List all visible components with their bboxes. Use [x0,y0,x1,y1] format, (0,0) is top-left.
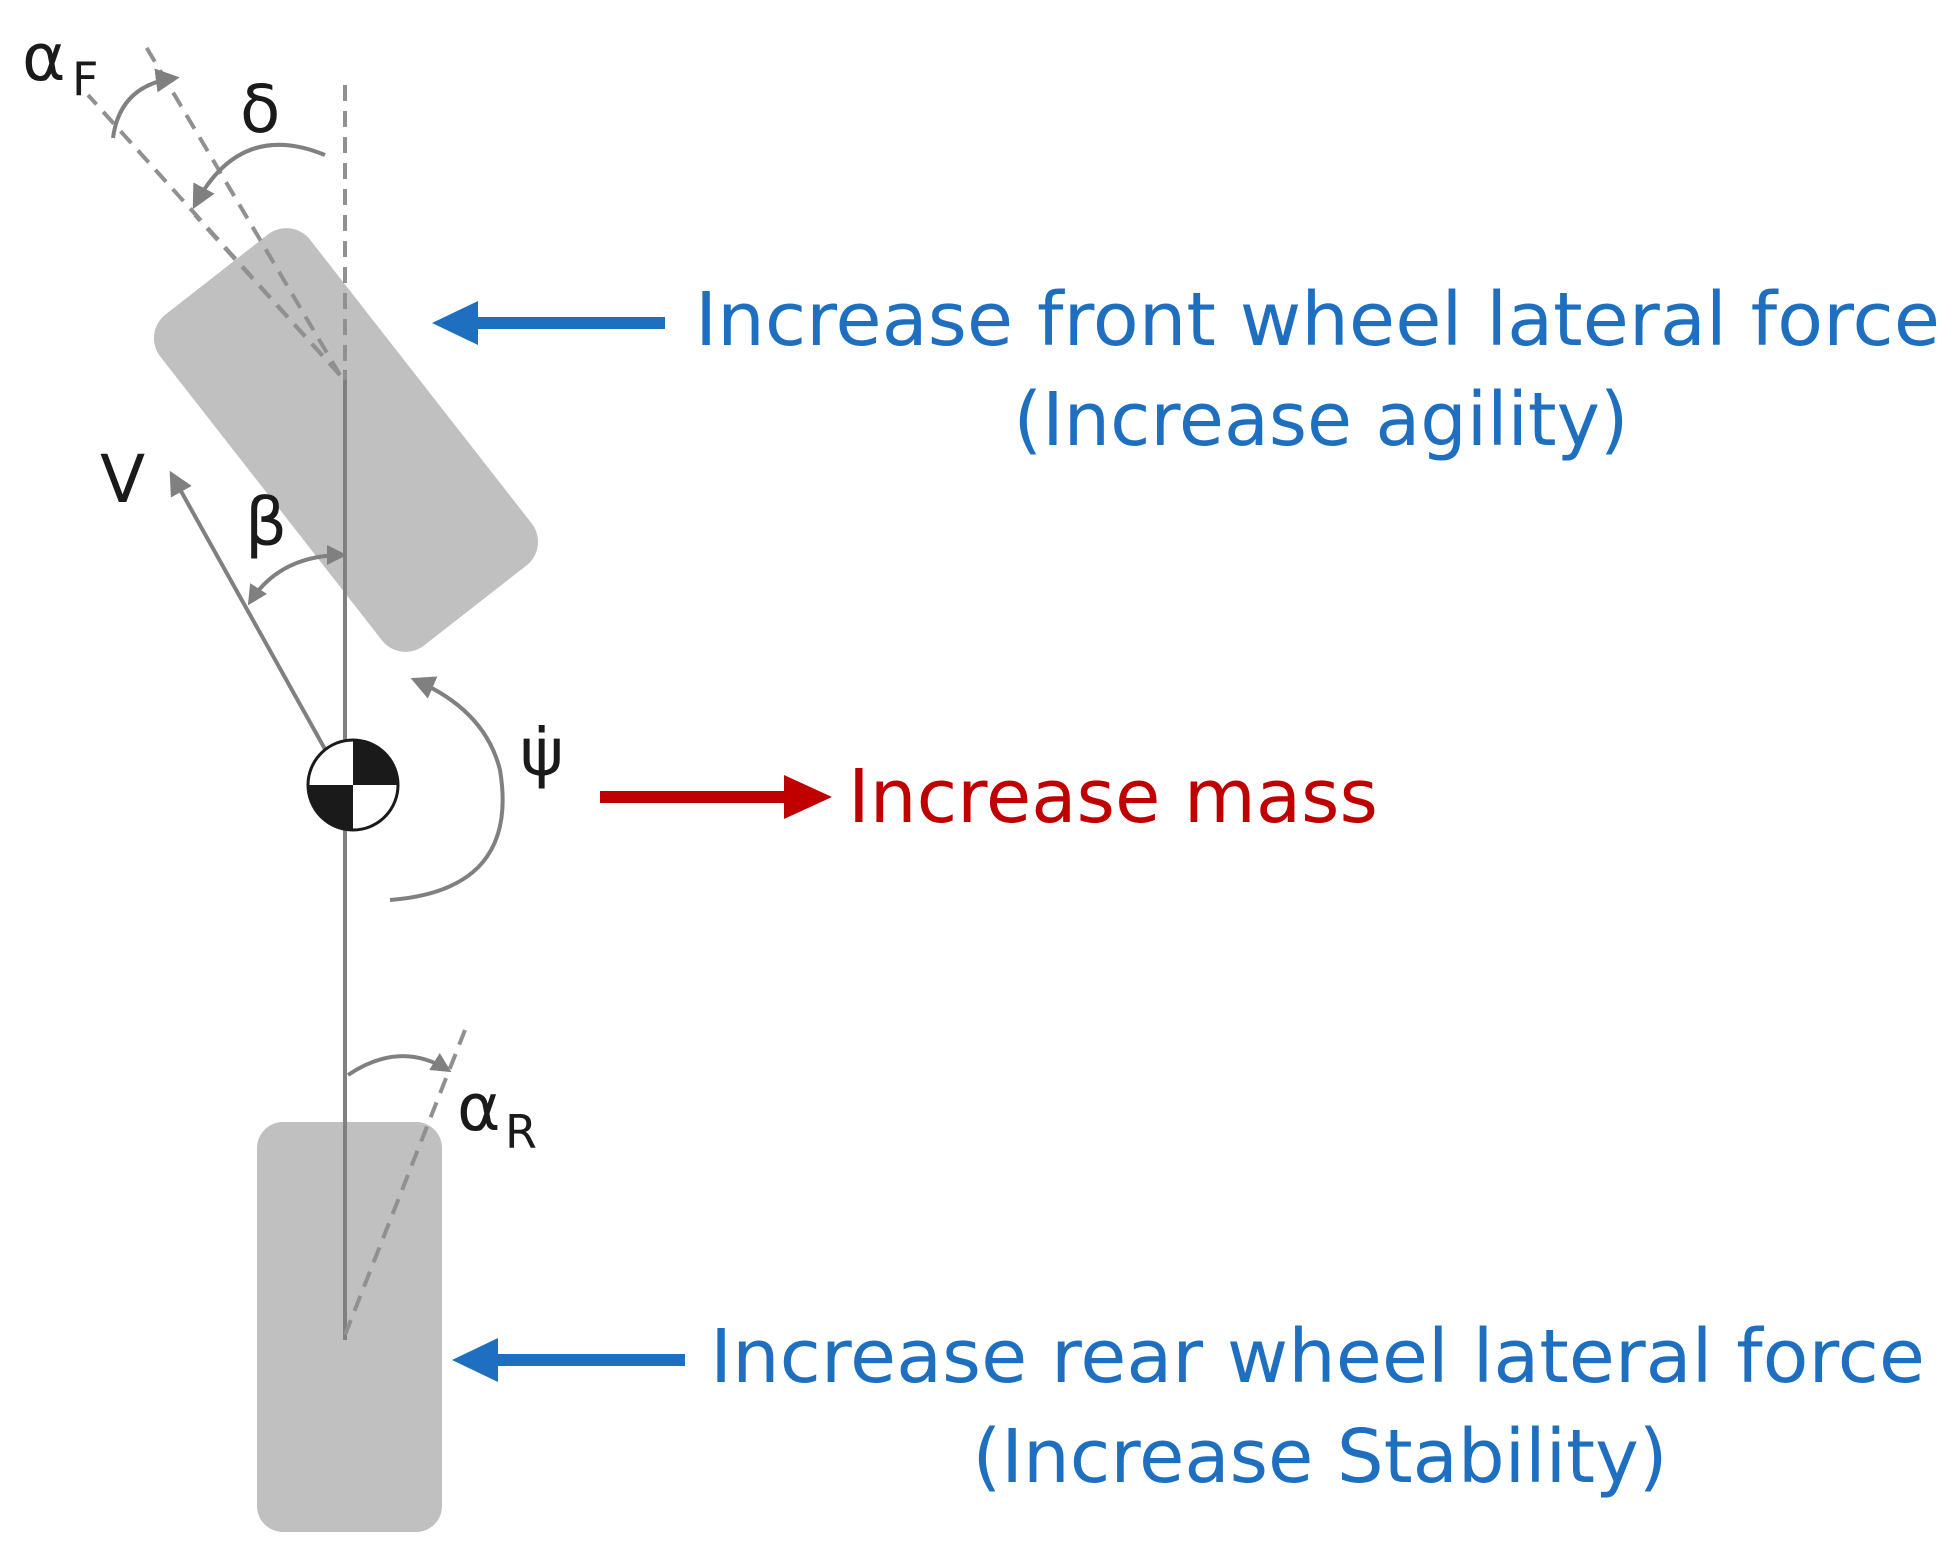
mass-arrow [600,775,832,819]
alpha-r-arc [346,1053,452,1077]
front-force-label-line2: (Increase agility) [1014,377,1629,463]
yaw-rate-arc [389,676,505,902]
velocity-vector [169,470,347,786]
front-force-label-line1: Increase front wheel lateral force [695,277,1940,363]
alpha-r-symbol: α [457,1069,501,1146]
delta-symbol: δ [240,71,280,148]
rear-slip-dashed-line [343,1029,467,1336]
alpha-f-arc [111,68,180,139]
rear-force-label-line1: Increase rear wheel lateral force [710,1314,1925,1400]
rear-force-arrow [452,1338,685,1382]
yaw-rate-symbol: ψ̇ [520,714,564,791]
front-velocity-dashed-line [143,43,342,377]
alpha-f-symbol: α [22,19,66,96]
center-of-gravity-symbol [306,738,400,832]
alpha-r-subscript: R [505,1105,537,1159]
alpha-f-subscript: F [72,52,98,106]
rear-force-label-line2: (Increase Stability) [973,1414,1668,1500]
delta-arc [192,142,326,210]
front-wheel-heading-dashed-line-2 [86,93,342,377]
mass-label: Increase mass [848,754,1378,840]
beta-symbol: β [245,484,287,561]
front-force-arrow [432,301,665,345]
beta-arc [247,545,347,606]
velocity-symbol: V [100,441,145,518]
